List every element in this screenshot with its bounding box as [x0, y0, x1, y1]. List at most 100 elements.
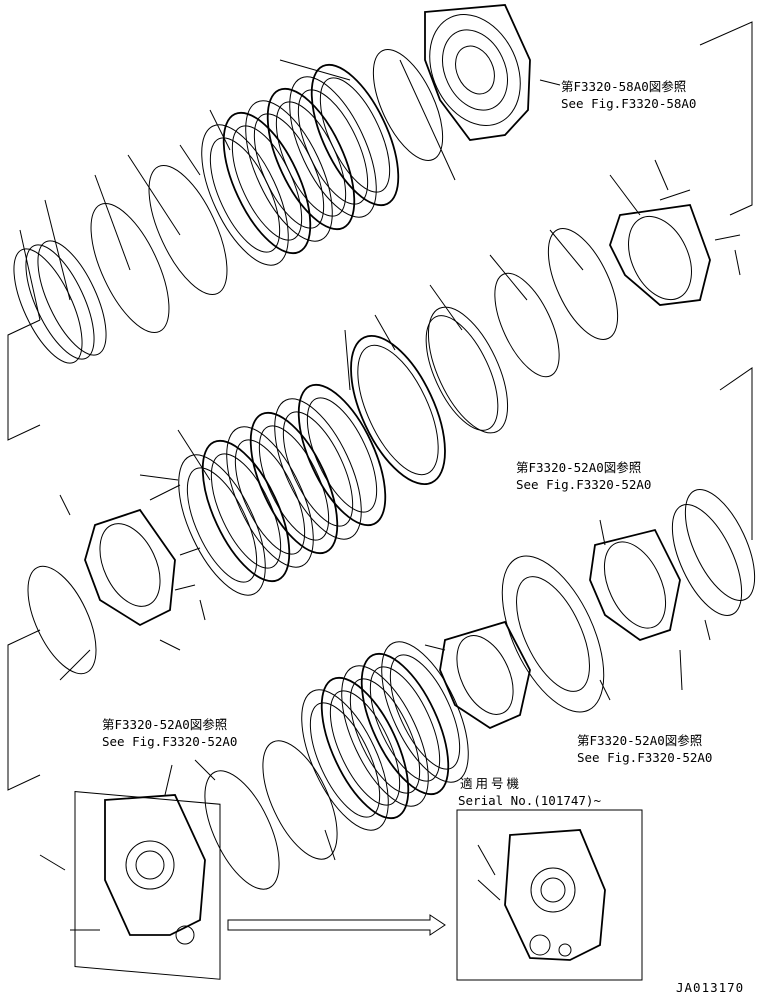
clutch-disc	[201, 439, 291, 583]
leader-line	[399, 59, 456, 181]
leader-line	[429, 284, 463, 331]
frame-line-top-right	[699, 21, 753, 216]
clutch-disc-inner	[329, 690, 401, 806]
clutch-disc	[320, 676, 410, 820]
clutch-disc-inner	[319, 77, 391, 193]
ref-52a0-left-label-en: See Fig.F3320-52A0	[102, 734, 238, 749]
ref-52a0-left-label-jp: 第F3320-52A0図参照	[102, 717, 228, 732]
clutch-disc	[178, 454, 266, 596]
clutch-disc	[341, 665, 429, 807]
clutch-disc	[301, 689, 389, 831]
leader-line	[539, 79, 561, 86]
ring-top-4	[25, 244, 95, 360]
clutch-pack-lower	[301, 641, 469, 831]
leader-line	[19, 229, 41, 321]
clutch-disc-inner	[349, 678, 421, 794]
carrier-right-top	[609, 189, 741, 306]
ring-mid-4	[425, 315, 499, 431]
clutch-disc	[297, 383, 387, 527]
drawing-number: JA013170	[676, 980, 745, 995]
leader-line	[477, 844, 496, 876]
ring-top-2	[90, 202, 170, 334]
clutch-disc-inner	[258, 425, 330, 541]
clutch-pack-middle	[178, 383, 387, 596]
leader-line	[159, 639, 181, 651]
leader-line	[374, 314, 396, 351]
frame-line-right-middle	[719, 367, 753, 540]
leader-line	[199, 599, 206, 621]
callout-box-left	[74, 791, 221, 980]
leader-line	[424, 644, 446, 651]
clutch-disc-inner	[297, 89, 369, 205]
clutch-disc	[201, 124, 289, 266]
leader-line	[679, 649, 683, 691]
ring-top-1	[148, 164, 228, 296]
ref-52a0-mid-label-en: See Fig.F3320-52A0	[577, 750, 713, 765]
leader-line	[477, 879, 501, 901]
leader-line	[59, 494, 71, 516]
ref-58a0-label-en: See Fig.F3320-58A0	[561, 96, 697, 111]
leader-line	[127, 154, 181, 236]
housing-lower-left	[104, 794, 206, 945]
clutch-pack-top	[201, 63, 400, 266]
leader-lines	[19, 59, 741, 931]
leader-line	[179, 144, 201, 176]
clutch-disc-inner	[389, 654, 461, 770]
clutch-disc	[360, 652, 450, 796]
ref-52a0-right-label-jp: 第F3320-52A0図参照	[516, 460, 642, 475]
ring-mid-1	[547, 228, 619, 340]
leader-line	[549, 229, 584, 271]
ref-52a0-right-label-en: See Fig.F3320-52A0	[516, 477, 652, 492]
ring-right-1	[671, 504, 743, 616]
leader-line	[139, 474, 179, 481]
leader-line	[734, 249, 741, 276]
clutch-disc-inner	[306, 397, 378, 513]
leader-line	[489, 254, 528, 301]
carrier-lower	[439, 620, 531, 730]
clutch-disc-inner	[309, 702, 381, 818]
housing-top	[424, 4, 531, 141]
leader-line	[59, 649, 91, 681]
ring-left-middle	[27, 565, 97, 675]
leader-line	[39, 854, 66, 871]
ring-lower-1	[262, 740, 338, 860]
clutch-disc-inner	[369, 666, 441, 782]
leader-line	[194, 759, 216, 781]
carrier-left-middle	[84, 484, 201, 627]
clutch-disc-inner	[282, 411, 354, 527]
leader-line	[609, 174, 641, 216]
clutch-disc	[274, 398, 362, 540]
leader-line	[344, 329, 351, 391]
leader-line	[94, 174, 131, 271]
clutch-disc-inner	[234, 439, 306, 555]
clutch-disc	[381, 641, 469, 783]
housing-serial-variant	[504, 829, 606, 961]
arrow-to-serial-variant	[227, 914, 446, 936]
leader-line	[209, 109, 231, 151]
ring-top-5	[13, 248, 83, 364]
ring-right-2	[684, 489, 756, 601]
clutch-disc-inner	[186, 467, 258, 583]
serial-inset-box	[456, 809, 643, 981]
clutch-disc	[222, 111, 312, 255]
clutch-disc	[249, 411, 339, 555]
frame-line-left-bottom	[7, 629, 41, 791]
leader-line	[44, 199, 71, 301]
leader-line	[599, 679, 611, 701]
clutch-disc	[289, 76, 377, 218]
leader-line	[177, 429, 211, 481]
clutch-disc	[245, 100, 333, 242]
leader-line	[324, 829, 336, 861]
leader-line	[279, 59, 351, 81]
leader-line	[654, 159, 669, 191]
clutch-disc	[310, 63, 400, 207]
frame-line-left-top	[7, 319, 41, 441]
ring-lower-2	[204, 770, 280, 890]
carrier-right-middle	[589, 528, 681, 641]
leader-line	[599, 519, 606, 546]
clutch-disc	[226, 426, 314, 568]
ring-mid-3	[427, 306, 509, 434]
clutch-disc-inner	[210, 453, 282, 569]
